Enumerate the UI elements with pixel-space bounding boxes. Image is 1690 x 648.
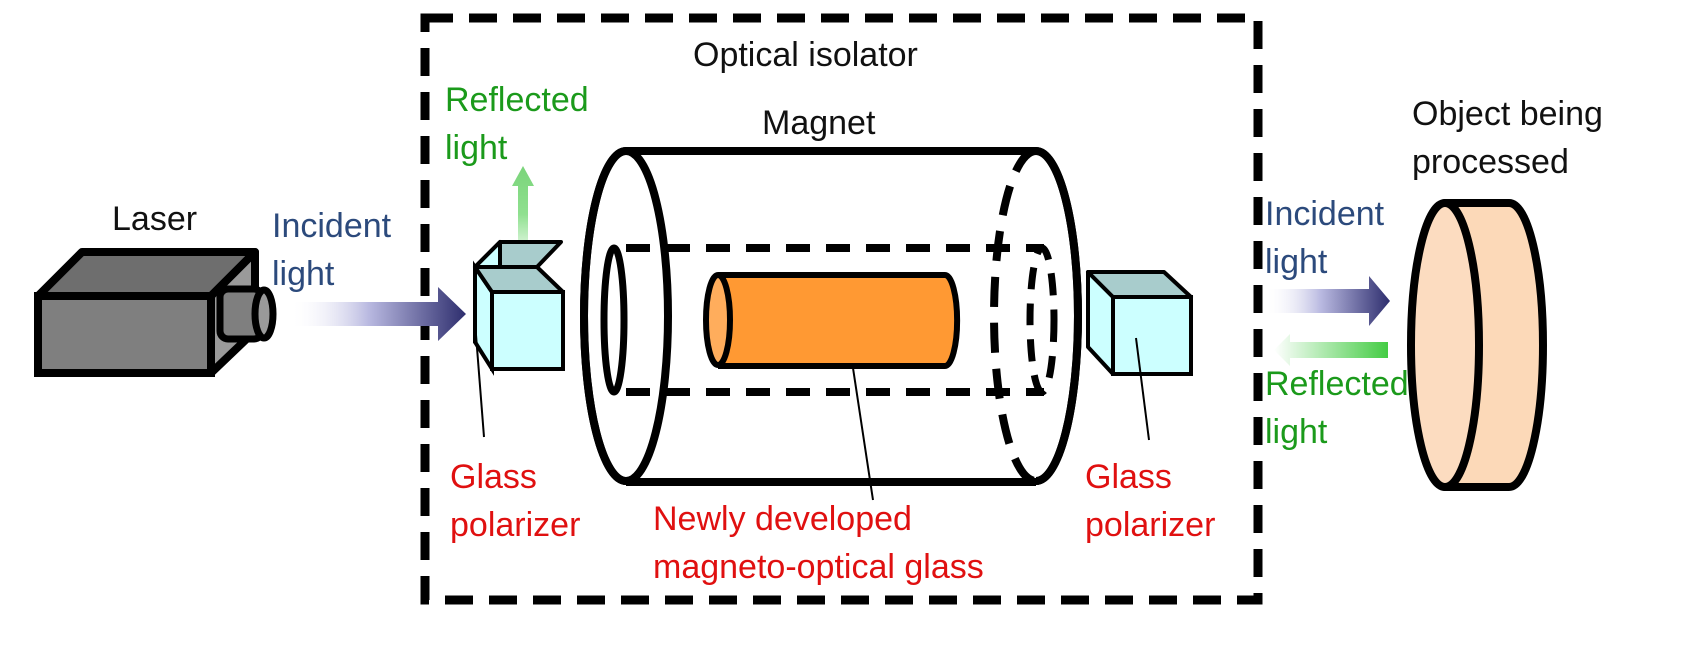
isolator-label: Optical isolator bbox=[693, 36, 918, 74]
object-label-1: Object being bbox=[1412, 95, 1603, 133]
incident-light-right-label-2: light bbox=[1265, 243, 1328, 281]
incident-light-left-label-1: Incident bbox=[272, 207, 392, 245]
glass-polarizer-right bbox=[1086, 270, 1193, 376]
incident-light-right-label-1: Incident bbox=[1265, 195, 1385, 233]
incident-arrow-left bbox=[290, 287, 466, 341]
object-label-2: processed bbox=[1412, 143, 1569, 181]
reflected-light-top-label-1: Reflected bbox=[445, 81, 589, 119]
laser-label: Laser bbox=[112, 200, 197, 238]
reflected-light-top-label-2: light bbox=[445, 129, 508, 167]
glass-polarizer-right-label-2: polarizer bbox=[1085, 506, 1215, 544]
mo-glass-pointer bbox=[852, 367, 874, 501]
reflected-light-right-label-1: Reflected bbox=[1265, 365, 1409, 403]
incident-light-left-label-2: light bbox=[272, 255, 335, 293]
object-disc bbox=[1407, 199, 1547, 491]
mo-glass-label-2: magneto-optical glass bbox=[653, 548, 984, 586]
glass-polarizer-left-pointer bbox=[475, 334, 485, 438]
reflected-arrow-left bbox=[1274, 334, 1388, 366]
glass-polarizer-left-label-2: polarizer bbox=[450, 506, 580, 544]
glass-polarizer-right-label-1: Glass bbox=[1085, 458, 1172, 496]
reflected-arrow-up bbox=[512, 166, 534, 262]
reflected-light-right-label-2: light bbox=[1265, 413, 1328, 451]
incident-arrow-right bbox=[1265, 276, 1390, 326]
mo-glass-label-1: Newly developed bbox=[653, 500, 912, 538]
glass-polarizer-left-label-1: Glass bbox=[450, 458, 537, 496]
glass-polarizer-right-pointer bbox=[1135, 337, 1150, 441]
magnet-label: Magnet bbox=[762, 104, 876, 142]
glass-polarizer-left bbox=[473, 240, 565, 376]
laser-icon bbox=[34, 248, 277, 377]
magneto-optical-glass-rod bbox=[703, 272, 961, 369]
isolator-boundary bbox=[420, 13, 1263, 605]
